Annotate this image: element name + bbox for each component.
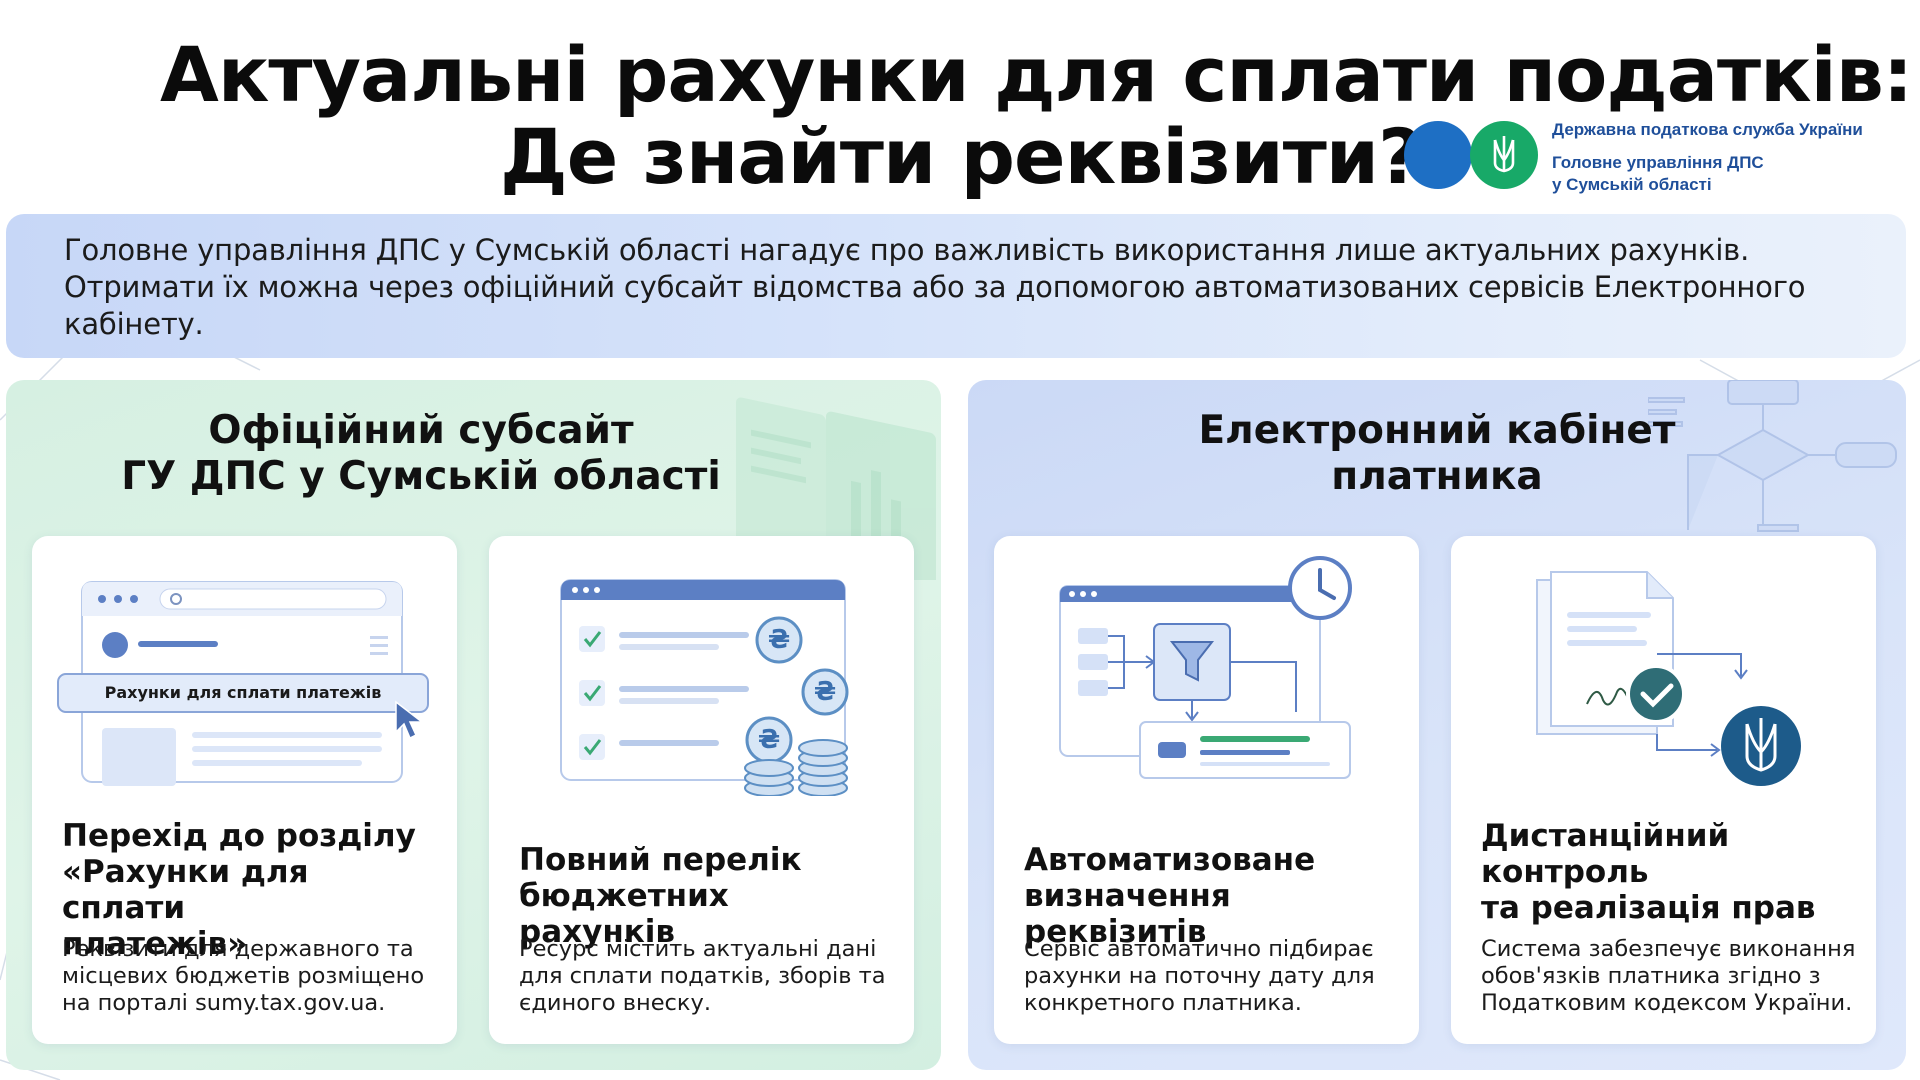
filter-icon [1169, 641, 1215, 682]
hryvnia-symbol: ₴ [757, 725, 781, 755]
card-title: Автоматизоване визначення реквізитів [1024, 842, 1316, 950]
hryvnia-coin-icon [755, 616, 803, 664]
card-title: Дистанційний контроль та реалізація прав [1481, 818, 1816, 926]
cursor-icon [395, 700, 425, 740]
flowchart-decoration [1648, 380, 1897, 532]
card-remote-control: Дистанційний контроль та реалізація прав… [1451, 536, 1876, 1044]
trident-icon [1493, 136, 1515, 173]
logo-dept-line-1: Головне управління ДПС [1552, 153, 1764, 172]
hryvnia-coin-icon [801, 668, 849, 716]
card-text: Сервіс автоматично підбирає рахунки на п… [1024, 936, 1375, 1016]
coin-stack-icon [744, 739, 848, 796]
hryvnia-symbol: ₴ [767, 625, 791, 655]
document-check-illustration [1536, 571, 1801, 786]
page-title-line-1: Актуальні рахунки для сплати податків: [160, 30, 1913, 119]
card-full-list: ₴ ₴ ₴ Повний перелік бюджетних рахунків … [489, 536, 914, 1044]
panel-title-official-subsite: Офіційний субсайт ГУ ДПС у Сумській обла… [121, 408, 721, 499]
logo-blue-circle [1404, 121, 1472, 189]
panel-electronic-cabinet: Електронний кабінет платника [968, 380, 1906, 1070]
logo-org-name: Державна податкова служба України [1552, 120, 1863, 139]
checkbox-icon [579, 680, 749, 706]
card-text: Система забезпечує виконання обов'язків … [1481, 936, 1856, 1016]
card-text: Ресурс містить актуальні дані для сплати… [519, 936, 886, 1016]
logo-dept-line-2: у Сумській області [1552, 175, 1712, 194]
signature-icon [1586, 687, 1628, 706]
checkbox-icon [579, 626, 749, 652]
illustration-section-label: Рахунки для сплати платежів [104, 683, 382, 702]
card-go-to-section: Рахунки для сплати платежів Перехід до р… [32, 536, 457, 1044]
card-text: Реквізити для державного та місцевих бюд… [62, 936, 425, 1016]
intro-text: Головне управління ДПС у Сумській област… [64, 233, 1806, 341]
dps-logo [1404, 121, 1538, 189]
checkbox-icon [579, 734, 719, 760]
checklist-coins-illustration [560, 579, 849, 796]
intro-banner: Головне управління ДПС у Сумській област… [6, 214, 1906, 358]
search-icon [170, 593, 182, 605]
hryvnia-symbol: ₴ [813, 677, 837, 707]
card-auto-requisites: Автоматизоване визначення реквізитів Сер… [994, 536, 1419, 1044]
card-title: Перехід до розділу «Рахунки для сплати п… [62, 818, 416, 962]
filter-automation-illustration [1059, 556, 1352, 779]
card-title: Повний перелік бюджетних рахунків [519, 842, 802, 950]
logo-text: Державна податкова служба України Головн… [1552, 120, 1863, 196]
page-title-line-2: Де знайти реквізити? [500, 112, 1422, 201]
check-badge-icon [1626, 664, 1686, 724]
panel-official-subsite: Офіційний субсайт ГУ ДПС у Сумській обла… [6, 380, 941, 1070]
card-chip-icon [1158, 742, 1186, 758]
browser-illustration [57, 581, 429, 786]
panel-title-electronic-cabinet: Електронний кабінет платника [1198, 408, 1676, 499]
